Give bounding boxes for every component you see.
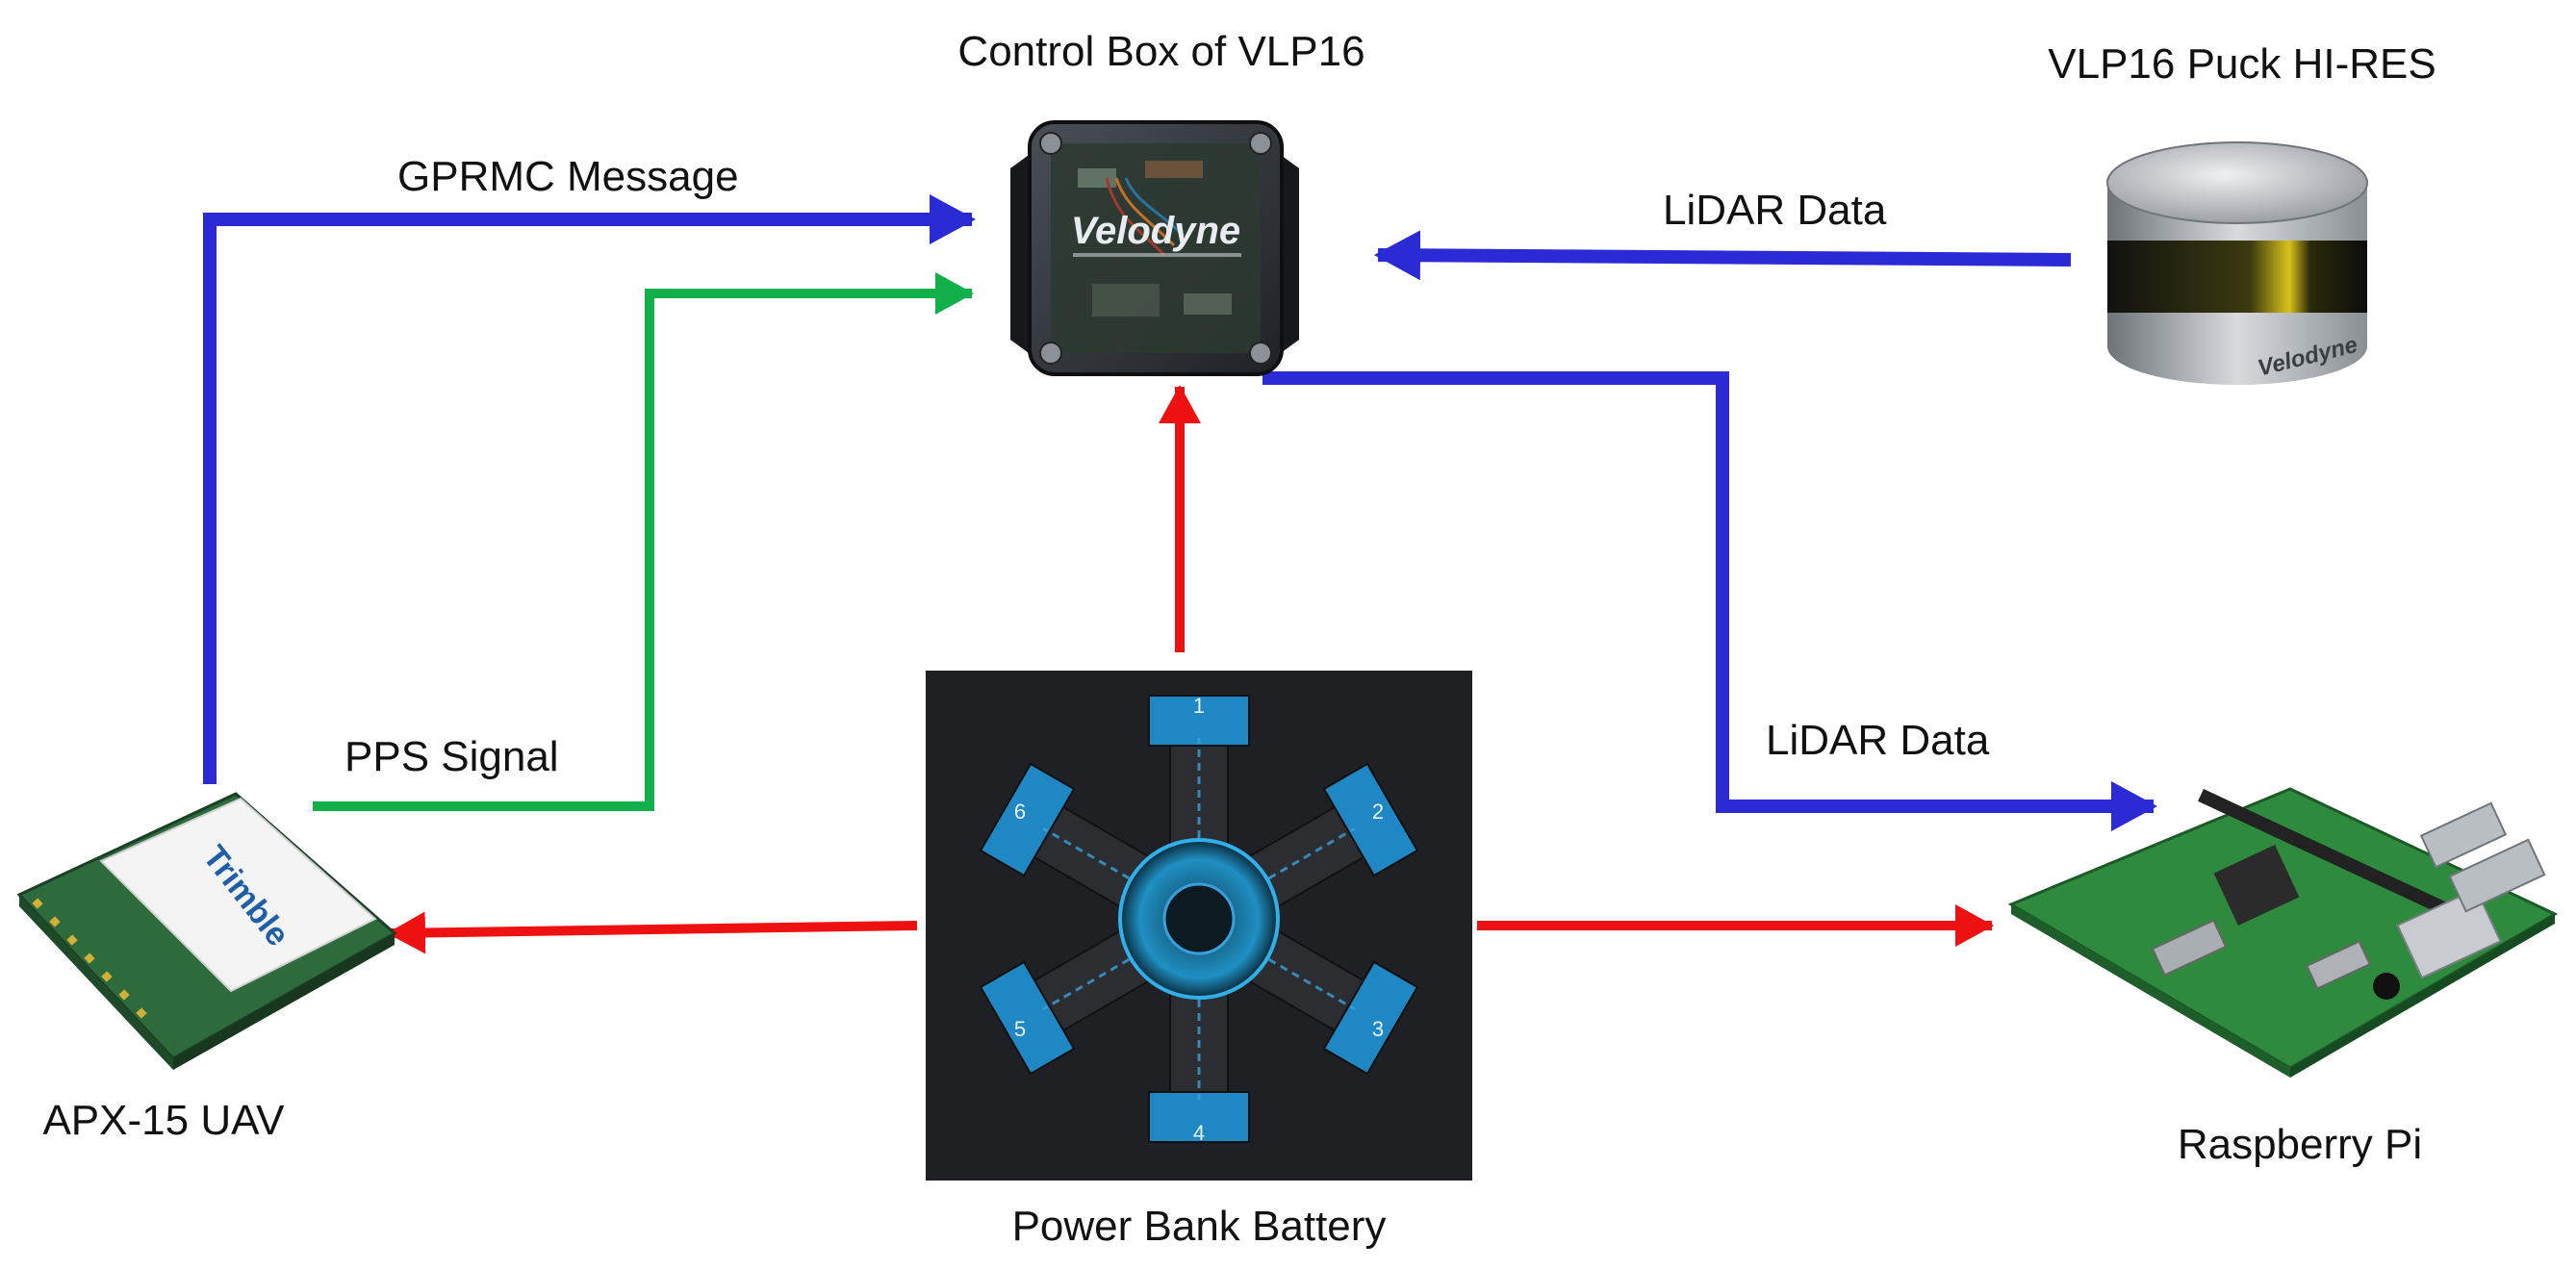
pps-wire (313, 272, 974, 811)
battery-cell-number: 3 (1372, 1017, 1384, 1041)
power-bank-label: Power Bank Battery (1011, 1203, 1387, 1250)
velodyne-logo-control-box: Velodyne (1071, 210, 1240, 252)
vlp16-puck-device: Velodyne (2106, 141, 2368, 385)
raspberry-pi-device (2007, 787, 2559, 1078)
control-box-device: Velodyne (1010, 120, 1299, 376)
gprmc-wire (203, 194, 976, 784)
raspberry-pi-label: Raspberry Pi (2177, 1121, 2423, 1168)
battery-cell-number: 1 (1193, 694, 1205, 718)
pps-label: PPS Signal (344, 733, 559, 780)
battery-cell-number: 5 (1014, 1017, 1026, 1041)
power-to-apx-wire (387, 911, 918, 954)
lidar-in-wire (1374, 230, 2072, 281)
battery-cell-number: 2 (1372, 800, 1384, 824)
vlp16-puck-label: VLP16 Puck HI-RES (2048, 40, 2436, 88)
lidar-out-label: LiDAR Data (1766, 717, 1990, 764)
battery-cell-number: 4 (1193, 1121, 1205, 1145)
control-box-label: Control Box of VLP16 (957, 28, 1365, 75)
lidar-in-label: LiDAR Data (1663, 187, 1887, 234)
battery-cell-number: 6 (1014, 800, 1026, 824)
lidar-out-wire (1262, 371, 2157, 831)
power-bank-device: 1 2 3 4 5 6 (926, 671, 1472, 1181)
apx15-label: APX-15 UAV (42, 1097, 285, 1144)
apx15-board-device: Trimble (16, 792, 397, 1070)
gprmc-label: GPRMC Message (397, 153, 739, 200)
